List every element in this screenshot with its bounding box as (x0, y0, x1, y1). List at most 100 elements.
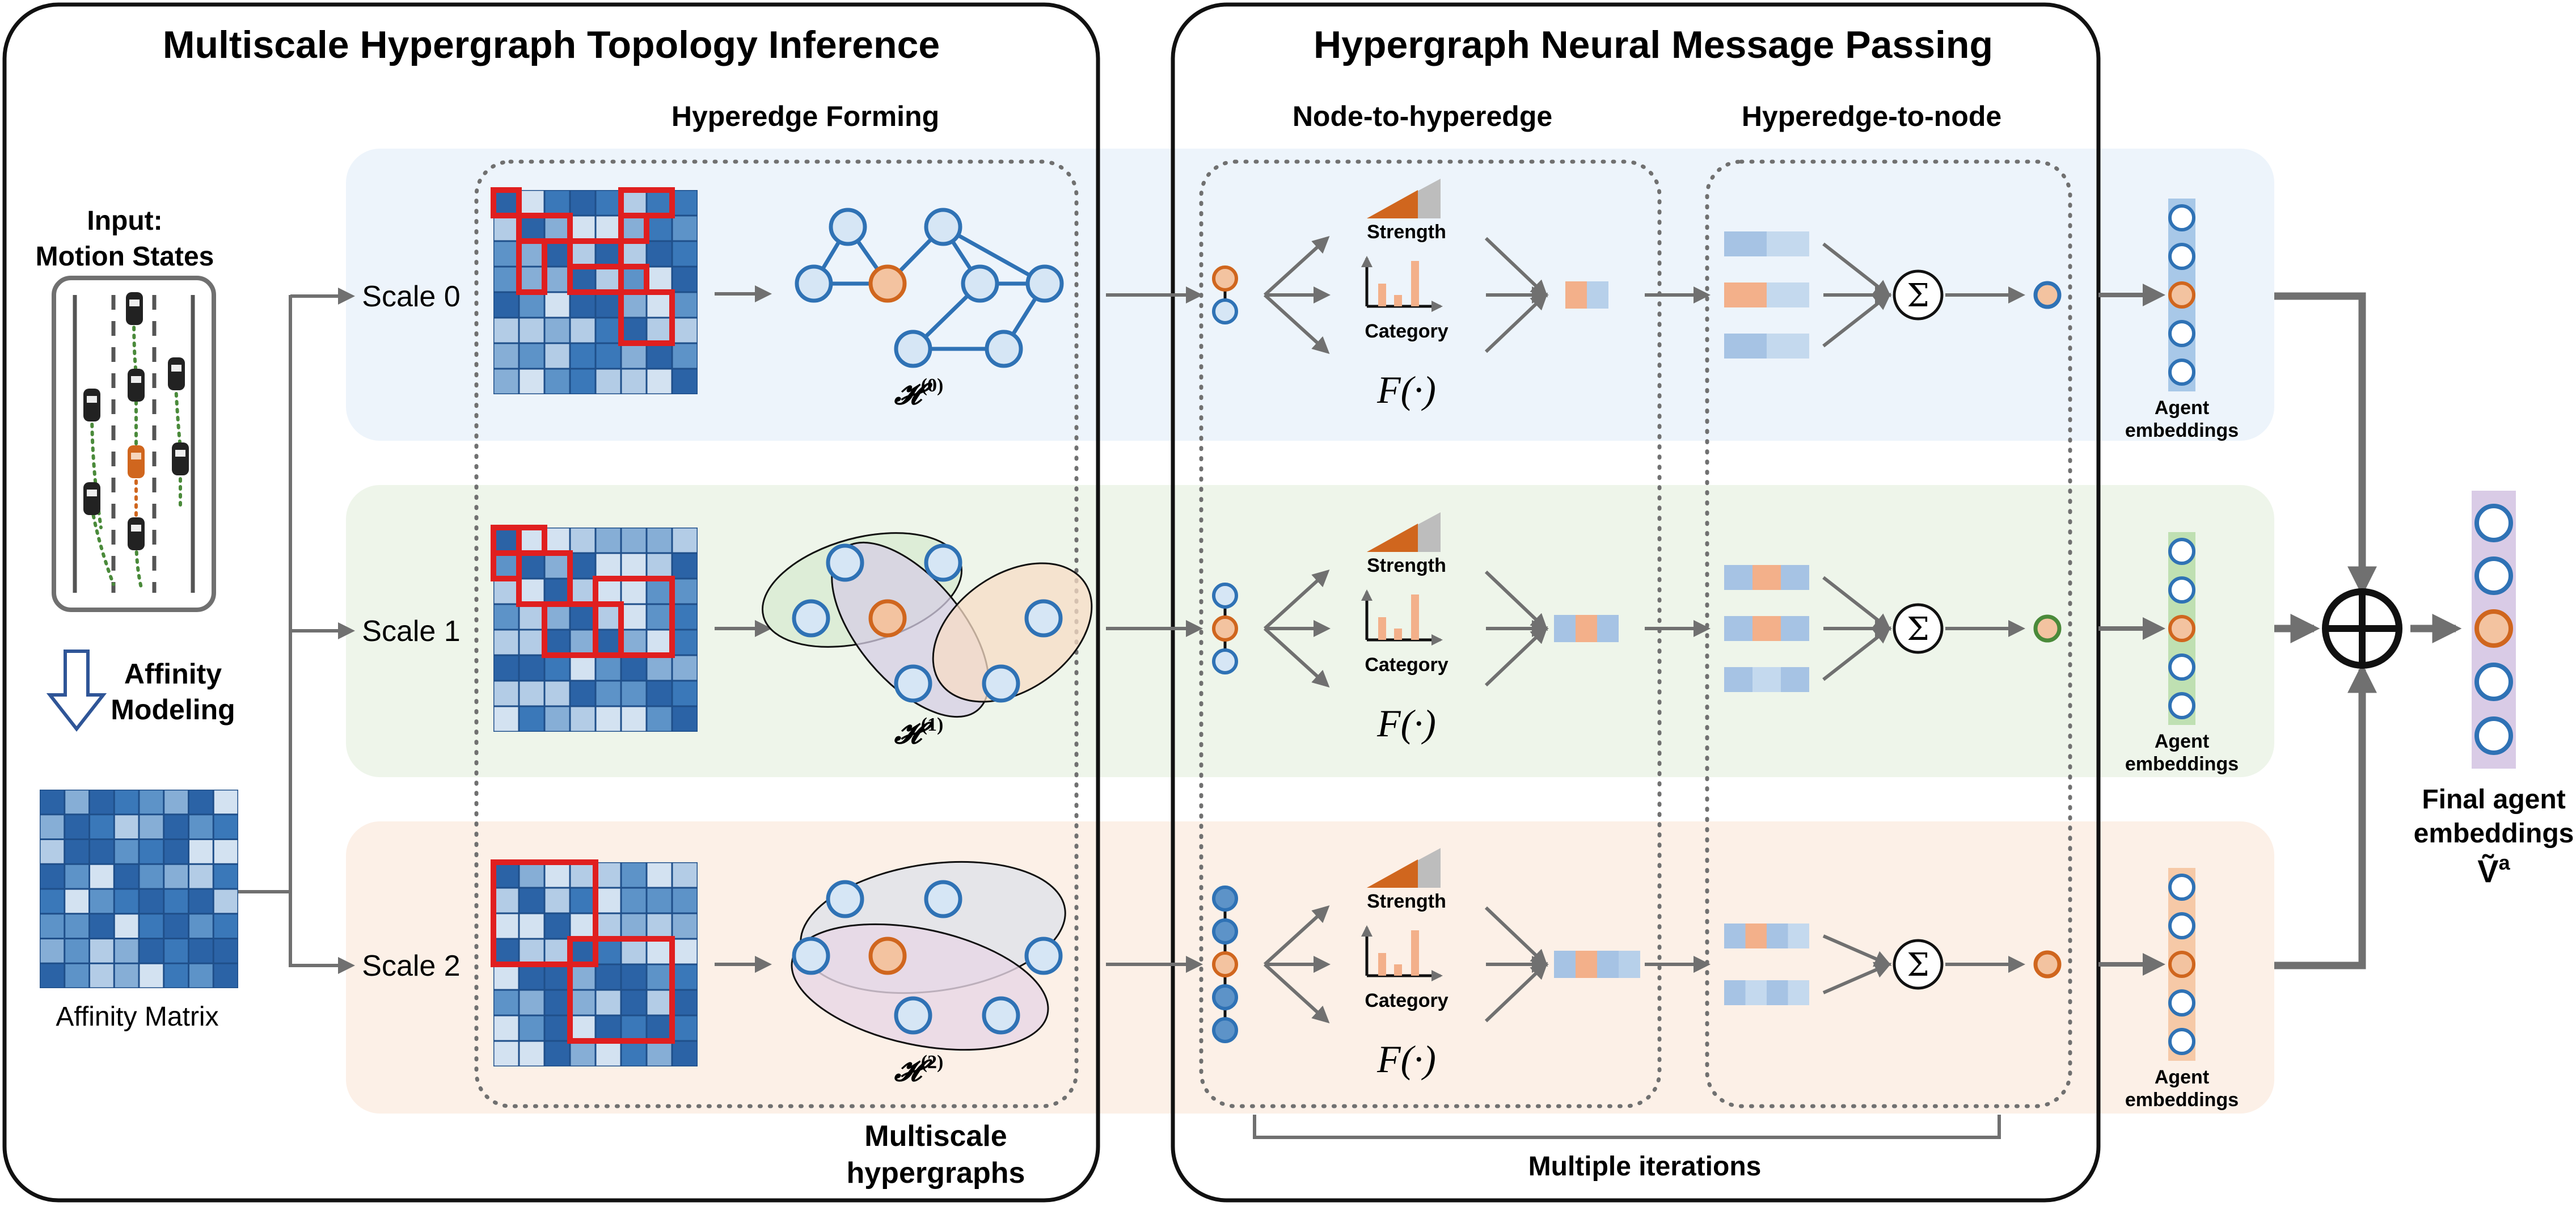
hyperedge-feature-cell (1565, 281, 1587, 309)
final-symbol: Ṽa (2477, 851, 2510, 889)
car-icon (126, 292, 143, 325)
node-feature-cell (1767, 334, 1809, 359)
category-bar (1411, 930, 1419, 976)
node-feature-cell (1767, 924, 1788, 948)
aggregate-arrow (1822, 293, 1891, 348)
agent-embeddings-label: Agent (2155, 731, 2209, 752)
agent-embedding (2168, 243, 2195, 270)
aggregate-arrow (1822, 962, 1892, 994)
car-icon (168, 357, 185, 390)
fan-arrow (1263, 627, 1330, 688)
hyperedge-feature-cell (1619, 951, 1640, 978)
node-feature-cell (1752, 667, 1781, 692)
agent-embedding-ego (2168, 281, 2195, 309)
topology-inference-panel (2, 2, 1100, 1203)
car-icon (83, 389, 100, 421)
agent-node (1212, 885, 1238, 912)
category-label: Category (1365, 990, 1448, 1011)
hypergraph-scale-0 (795, 208, 1064, 368)
node-feature-cell (1724, 616, 1752, 641)
hyperedge-feature-cell (1597, 615, 1619, 642)
agent-node (1212, 918, 1238, 944)
scale-1-matrix (491, 525, 698, 732)
hyperedge-feature-cell (1554, 615, 1576, 642)
category-bar (1394, 964, 1402, 976)
affinity-label-line2: Modeling (111, 694, 235, 726)
motion-states-road (52, 276, 216, 612)
category-bar (1394, 295, 1402, 306)
agent-node (1212, 984, 1238, 1010)
category-bar (1411, 261, 1419, 306)
agent-embedding-ego (2168, 951, 2195, 978)
affinity-label-line1: Affinity (124, 658, 222, 690)
node-feature-cell (1752, 565, 1781, 590)
updated-node (2033, 614, 2062, 643)
node-feature-cell (1752, 616, 1781, 641)
category-bar (1411, 594, 1419, 640)
node-feature-cell (1767, 980, 1788, 1005)
affinity-matrix-label: Affinity Matrix (56, 1002, 218, 1032)
multiscale-hypergraphs-line1: Multiscale (864, 1120, 1007, 1153)
node-feature-cell (1724, 282, 1767, 307)
node-feature-cell (1781, 565, 1809, 590)
agent-embedding (2168, 576, 2195, 604)
category-bar (1378, 953, 1386, 976)
node-feature-cell (1724, 231, 1767, 256)
agent-embeddings-label: Agent (2155, 1066, 2209, 1088)
node-feature-cell (1781, 667, 1809, 692)
sum-icon (1893, 939, 1944, 990)
agent-embedding (2168, 692, 2195, 719)
node-feature-cell (1767, 231, 1809, 256)
final-label-line1: Final agent (2422, 785, 2565, 815)
node-feature-cell (1781, 616, 1809, 641)
node-feature-cell (1724, 980, 1746, 1005)
fan-arrow (1263, 569, 1330, 630)
sum-symbol: Σ (1907, 947, 1929, 984)
function-label: F(·) (1376, 702, 1436, 745)
hyperedge-feature-cell (1587, 281, 1608, 309)
strength-label: Strength (1367, 555, 1446, 576)
category-label: Category (1365, 321, 1448, 342)
agent-embedding (2168, 1028, 2195, 1055)
scale-0-label: Scale 0 (362, 280, 460, 313)
node-feature-cell (1788, 924, 1809, 948)
node-feature-cell (1788, 980, 1809, 1005)
sum-icon (1893, 603, 1944, 654)
final-agent-embeddings (2472, 491, 2516, 769)
hyperedge-feature-cell (1597, 951, 1619, 978)
hypergraph-to-message-arrows (1106, 286, 1203, 973)
agent-embedding (2168, 538, 2195, 565)
matrix-to-scales-arrows (238, 288, 355, 974)
car-icon (83, 482, 100, 515)
function-label: F(·) (1376, 368, 1436, 411)
sum-symbol: Σ (1907, 611, 1929, 648)
left-panel-title: Multiscale Hypergraph Topology Inference (163, 23, 940, 66)
aggregate-arrow (1822, 626, 1891, 681)
sum-icon (1893, 269, 1944, 321)
agent-embedding (2168, 989, 2195, 1017)
agent-embedding (2168, 204, 2195, 231)
ego-node (1212, 265, 1238, 292)
agent-embedding-ego (2168, 615, 2195, 642)
node-feature-cell (1767, 282, 1809, 307)
converge-arrow (1484, 626, 1548, 687)
category-bar (1378, 284, 1386, 306)
hyperedge-feature-cell (1576, 951, 1597, 978)
fan-arrow (1263, 905, 1330, 966)
converge-arrow (1484, 570, 1548, 631)
message-passing-panel (1171, 2, 2101, 1203)
updated-node (2033, 950, 2062, 979)
scale-2-label: Scale 2 (362, 950, 460, 982)
affinity-modeling-arrow (46, 650, 107, 732)
agent-embeddings-label: embeddings (2125, 753, 2239, 775)
hyperedge-to-node-label: Hyperedge-to-node (1742, 100, 2001, 132)
agent-embedding (2168, 320, 2195, 347)
node-feature-cell (1745, 980, 1767, 1005)
sum-symbol: Σ (1907, 277, 1929, 314)
node-feature-cell (1745, 924, 1767, 948)
category-bar (1394, 629, 1402, 640)
hyperedge-feature-cell (1576, 615, 1597, 642)
scale-2-matrix (491, 859, 698, 1066)
